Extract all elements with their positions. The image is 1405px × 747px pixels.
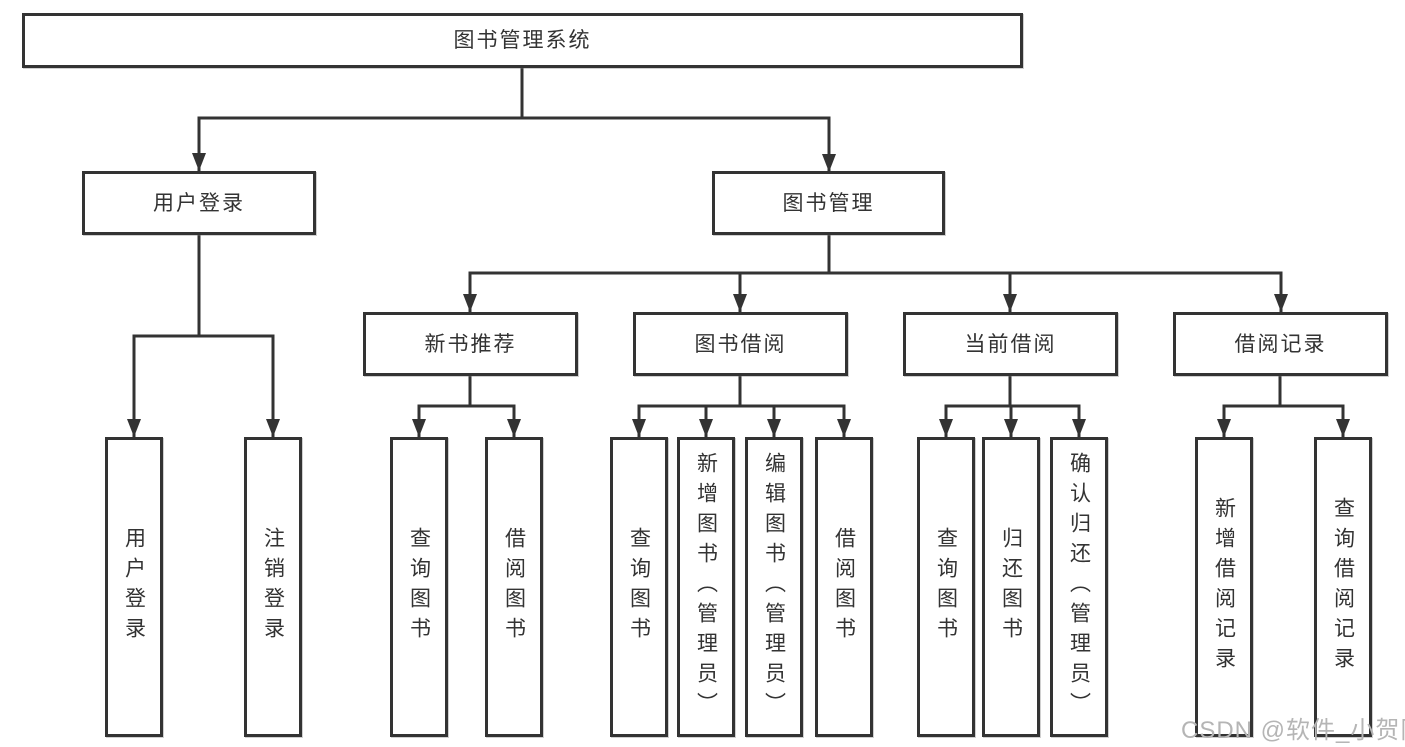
leaf-borrow-book-borrowing-label: 借阅图书 xyxy=(832,527,856,647)
node-book-management: 图书管理 xyxy=(712,171,945,235)
node-book-borrowing-label: 图书借阅 xyxy=(694,332,787,356)
leaf-query-borrow-record-label: 查询借阅记录 xyxy=(1331,497,1355,677)
node-book-management-system: 图书管理系统 xyxy=(22,13,1023,68)
leaf-query-book-borrowing-label: 查询图书 xyxy=(627,527,651,647)
leaf-query-book-newbook: 查询图书 xyxy=(390,437,448,737)
leaf-return-book: 归还图书 xyxy=(982,437,1040,737)
watermark-text: CSDN @软件_小贺同学 xyxy=(1181,717,1405,744)
leaf-edit-book-admin: 编辑图书（管理员） xyxy=(745,437,803,737)
node-user-login: 用户登录 xyxy=(82,171,316,235)
leaf-confirm-return-admin: 确认归还（管理员） xyxy=(1050,437,1108,737)
leaf-edit-book-admin-label: 编辑图书（管理员） xyxy=(762,452,786,722)
node-borrow-records: 借阅记录 xyxy=(1173,312,1388,376)
leaf-query-borrow-record: 查询借阅记录 xyxy=(1314,437,1372,737)
node-book-borrowing: 图书借阅 xyxy=(633,312,848,376)
node-borrow-records-label: 借阅记录 xyxy=(1234,332,1327,356)
leaf-borrow-book-newbook-label: 借阅图书 xyxy=(502,527,526,647)
leaf-add-borrow-record-label: 新增借阅记录 xyxy=(1212,497,1236,677)
node-current-borrowing-label: 当前借阅 xyxy=(964,332,1057,356)
leaf-query-book-current: 查询图书 xyxy=(917,437,975,737)
node-current-borrowing: 当前借阅 xyxy=(903,312,1118,376)
leaf-confirm-return-admin-label: 确认归还（管理员） xyxy=(1067,452,1091,722)
node-new-book-recommend-label: 新书推荐 xyxy=(424,332,517,356)
leaf-user-login: 用户登录 xyxy=(105,437,163,737)
leaf-add-borrow-record: 新增借阅记录 xyxy=(1195,437,1253,737)
leaf-add-book-admin-label: 新增图书（管理员） xyxy=(694,452,718,722)
leaf-query-book-borrowing: 查询图书 xyxy=(610,437,668,737)
node-book-management-label: 图书管理 xyxy=(782,191,875,215)
leaf-return-book-label: 归还图书 xyxy=(999,527,1023,647)
leaf-add-book-admin: 新增图书（管理员） xyxy=(677,437,735,737)
leaf-logout: 注销登录 xyxy=(244,437,302,737)
node-new-book-recommend: 新书推荐 xyxy=(363,312,578,376)
leaf-user-login-label: 用户登录 xyxy=(122,527,146,647)
leaf-borrow-book-borrowing: 借阅图书 xyxy=(815,437,873,737)
leaf-logout-label: 注销登录 xyxy=(261,527,285,647)
leaf-query-book-current-label: 查询图书 xyxy=(934,527,958,647)
node-user-login-label: 用户登录 xyxy=(153,191,245,215)
leaf-query-book-newbook-label: 查询图书 xyxy=(407,527,431,647)
leaf-borrow-book-newbook: 借阅图书 xyxy=(485,437,543,737)
node-book-management-system-label: 图书管理系统 xyxy=(453,29,592,52)
